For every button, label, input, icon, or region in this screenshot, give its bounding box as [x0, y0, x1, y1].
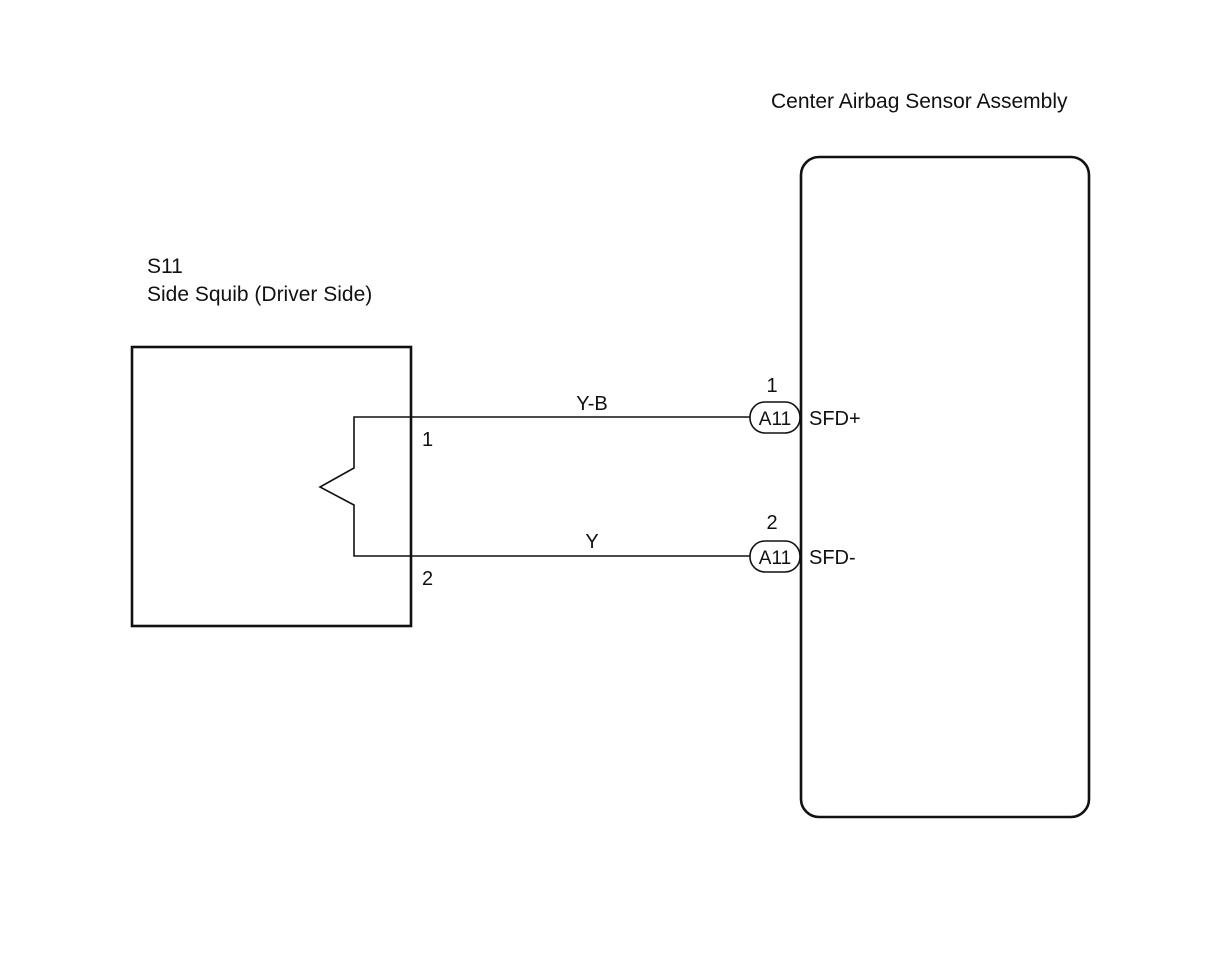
ecu-title: Center Airbag Sensor Assembly — [771, 90, 1068, 113]
squib-box — [130, 345, 413, 628]
terminal-sfd-minus: SFD- — [809, 547, 856, 569]
squib-name: Side Squib (Driver Side) — [147, 283, 372, 306]
squib-pin-1: 1 — [422, 429, 433, 451]
connector-a11-pin2 — [749, 540, 801, 573]
wire-y-color-label: Y — [585, 531, 598, 553]
wire-y-b-color-label: Y-B — [576, 393, 608, 415]
connector-a11-pin2-label: A11 — [759, 548, 791, 569]
connector-pin-1: 1 — [766, 375, 777, 397]
terminal-sfd-plus: SFD+ — [809, 408, 861, 430]
connector-pin-2: 2 — [766, 512, 777, 534]
squib-pin-2: 2 — [422, 568, 433, 590]
connector-a11-pin1-label: A11 — [759, 409, 791, 430]
squib-element — [318, 416, 411, 557]
ecu-box — [799, 155, 1091, 819]
connector-a11-pin1 — [749, 401, 801, 434]
squib-code: S11 — [147, 255, 183, 278]
